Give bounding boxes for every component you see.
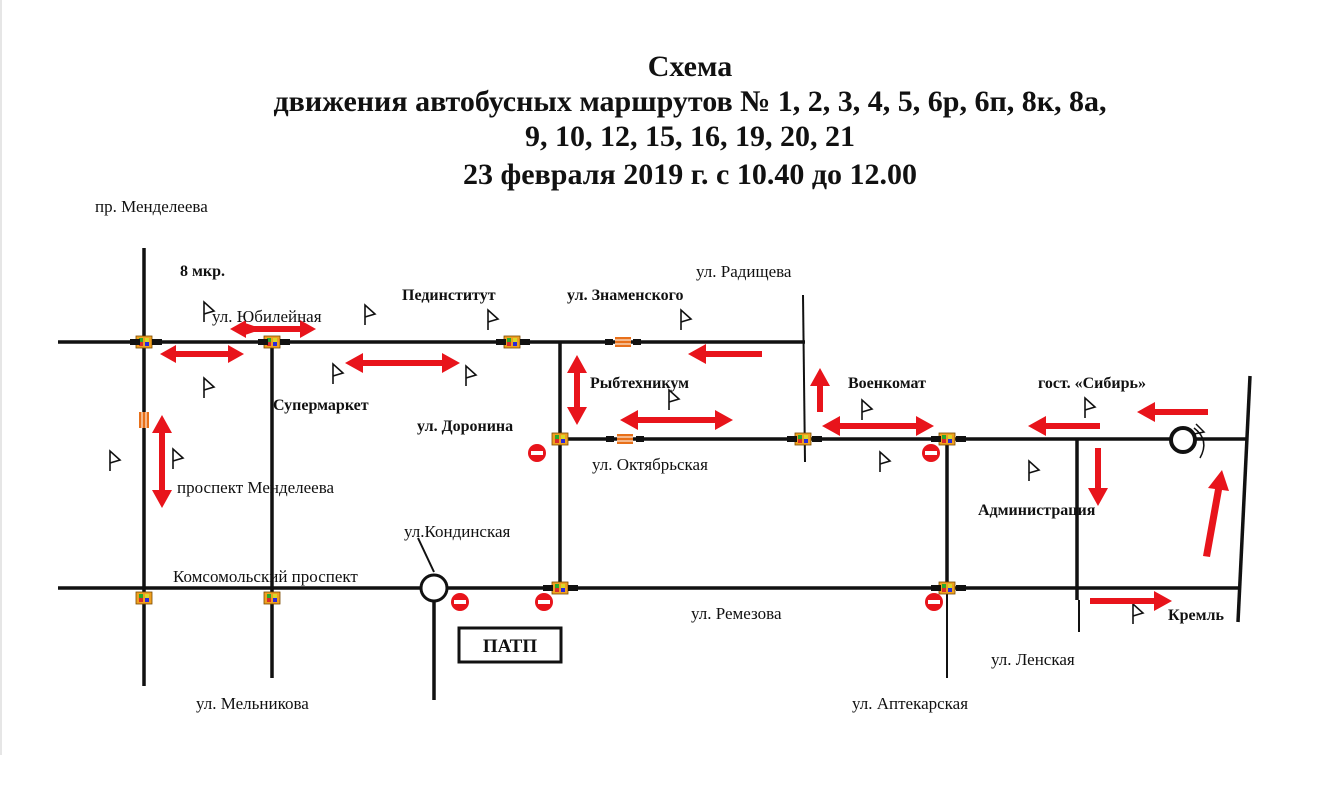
bus-stop-icon	[203, 377, 215, 399]
label-voenkomat: Военкомат	[848, 375, 926, 392]
crosswalks	[138, 336, 644, 445]
scheme-title: Схема движения автобусных маршрутов № 1,…	[273, 50, 1106, 191]
bus-stop-icon	[487, 309, 499, 331]
crosswalk-icon	[616, 433, 634, 445]
double-arrow-icon	[822, 416, 934, 436]
double-arrow-icon	[567, 355, 587, 425]
label-prospekt-mendeleeva: проспект Менделеева	[177, 478, 335, 497]
roundabout-sibir	[1169, 423, 1206, 459]
bus-stop-icon	[680, 309, 692, 331]
traffic-light-icon	[503, 335, 521, 349]
roundabout-kondinskaya	[419, 573, 449, 603]
no-entry-icon	[535, 593, 553, 611]
label-kondinskaya: ул.Кондинская	[404, 522, 511, 541]
title-line-4: 23 февраля 2019 г. с 10.40 до 12.00	[463, 158, 917, 191]
bus-stop-icon	[1132, 603, 1144, 625]
traffic-light-icon	[938, 432, 956, 446]
bus-stop-icon	[172, 448, 184, 470]
bus-stop-icon	[879, 451, 891, 473]
label-kreml: Кремль	[1168, 607, 1224, 624]
double-arrow-icon	[152, 415, 172, 508]
no-entry-icon	[528, 444, 546, 462]
traffic-light-icon	[551, 432, 569, 446]
label-gost-sibir: гост. «Сибирь»	[1038, 375, 1146, 392]
label-pr-mendeleeva: пр. Менделеева	[95, 197, 208, 216]
title-line-1: Схема	[648, 50, 732, 83]
label-pedinstitut: Пединститут	[402, 287, 496, 304]
arrow-left-icon	[688, 344, 762, 364]
bus-stop-icon	[1028, 460, 1040, 482]
label-znamenskogo: ул. Знаменского	[567, 287, 683, 304]
patp-label: ПАТП	[483, 636, 538, 657]
label-radishcheva: ул. Радищева	[696, 262, 792, 281]
label-supermarket: Супермаркет	[273, 397, 369, 414]
traffic-light-icon	[938, 581, 956, 595]
no-entry-icon	[925, 593, 943, 611]
traffic-light-icon	[551, 581, 569, 595]
double-arrow-icon	[345, 353, 460, 373]
traffic-lights	[130, 335, 966, 605]
no-entry-icon	[922, 444, 940, 462]
bus-stop-icon	[861, 399, 873, 421]
road-kondinskaya-north	[417, 537, 435, 573]
arrow-left-icon	[1028, 416, 1100, 436]
crosswalk-icon	[614, 336, 632, 348]
bus-stop-icon	[332, 363, 344, 385]
bus-stop-icon	[109, 450, 121, 472]
arrow-left-icon	[1137, 402, 1208, 422]
bus-stop-icon	[1084, 397, 1096, 419]
label-remezova: ул. Ремезова	[691, 604, 782, 623]
arrow-up-icon	[810, 368, 830, 412]
bus-stop-icon	[465, 365, 477, 387]
label-yubileynaya: ул. Юбилейная	[212, 307, 322, 326]
crosswalk-icon	[138, 411, 150, 429]
double-arrow-icon	[230, 320, 316, 338]
label-oktyabrskaya: ул. Октябрьская	[592, 455, 708, 474]
double-arrow-icon	[160, 345, 244, 363]
label-komsomolsky: Комсомольский проспект	[173, 567, 358, 586]
patp-depot: ПАТП	[457, 626, 563, 664]
label-lenskaya: ул. Ленская	[991, 650, 1075, 669]
no-entry-icon	[451, 593, 469, 611]
label-rybtekhnikum: Рыбтехникум	[590, 375, 689, 392]
title-line-2: движения автобусных маршрутов № 1, 2, 3,…	[273, 85, 1106, 118]
road-network	[58, 248, 1252, 700]
route-arrows	[152, 320, 1229, 611]
road-east	[1236, 375, 1252, 623]
label-aptekarskaya: ул. Аптекарская	[852, 694, 968, 713]
traffic-light-icon	[135, 591, 153, 605]
label-melnikova: ул. Мельникова	[196, 694, 309, 713]
label-administratsiya: Администрация	[978, 502, 1096, 519]
bus-stop-icon	[364, 304, 376, 326]
label-8-mkr: 8 мкр.	[180, 263, 225, 280]
bus-stop-icon	[668, 389, 680, 411]
title-line-3: 9, 10, 12, 15, 16, 19, 20, 21	[525, 120, 855, 153]
label-doronina: ул. Доронина	[417, 418, 513, 435]
arrow-up-icon	[1203, 470, 1229, 557]
arrow-down-icon	[1088, 448, 1108, 506]
double-arrow-icon	[620, 410, 733, 430]
map-labels: пр. Менделеева 8 мкр. ул. Юбилейная Педи…	[95, 197, 1224, 713]
traffic-light-icon	[794, 432, 812, 446]
traffic-light-icon	[263, 591, 281, 605]
arrow-right-icon	[1090, 591, 1172, 611]
